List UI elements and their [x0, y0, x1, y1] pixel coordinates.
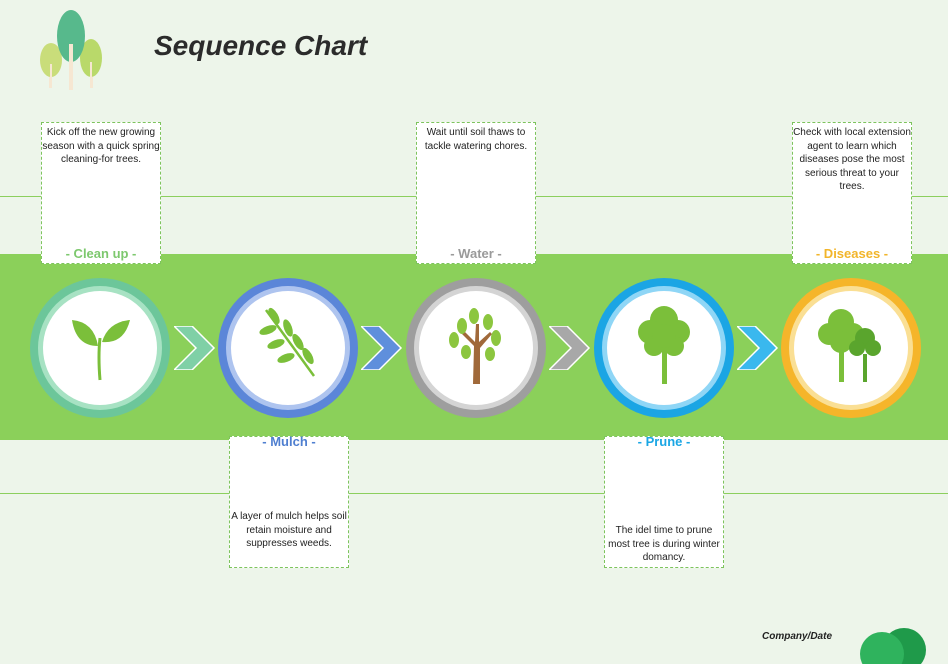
- step-1-description: Kick off the new growing season with a q…: [42, 127, 160, 165]
- page-title: Sequence Chart: [154, 30, 368, 61]
- step-2-description: A layer of mulch helps soil retain moist…: [231, 511, 347, 549]
- arrow-1-icon: [174, 326, 216, 370]
- step-1-label: - Clean up -: [65, 246, 137, 261]
- bushes-icon: [860, 628, 926, 664]
- step-2-label: - Mulch -: [262, 434, 316, 449]
- step-5-description: Check with local extension agent to lear…: [793, 127, 911, 192]
- arrow-4-icon: [737, 326, 779, 370]
- step-1-circle: [30, 278, 170, 418]
- round-tree-icon: [638, 306, 690, 384]
- step-4-description: The idel time to prune most tree is duri…: [608, 525, 720, 563]
- step-4-circle: [594, 278, 734, 418]
- step-5-label: - Diseases -: [815, 246, 889, 261]
- step-3-circle: [406, 278, 546, 418]
- step-3-label: - Water -: [450, 246, 502, 261]
- step-2-box: [229, 436, 349, 568]
- step-5-box: [792, 122, 912, 264]
- step-3-description: Wait until soil thaws to tackle watering…: [424, 127, 528, 152]
- arrow-3-icon: [549, 326, 591, 370]
- tree-icon: [449, 308, 501, 384]
- leaf-sprout-icon: [72, 320, 130, 381]
- step-4-label: - Prune -: [637, 434, 691, 449]
- logo-trees-icon: [40, 10, 102, 90]
- step-2-circle: [218, 278, 358, 418]
- footer-company-date: Company/Date: [762, 631, 833, 642]
- step-5-circle: [781, 278, 921, 418]
- two-trees-icon: [818, 309, 881, 382]
- step-4-box: [604, 436, 724, 568]
- guide-line-bottom: [0, 493, 948, 494]
- branch-leaves-icon: [259, 307, 316, 377]
- step-1-box: [41, 122, 161, 264]
- step-3-box: [416, 122, 536, 264]
- arrow-2-icon: [361, 326, 403, 370]
